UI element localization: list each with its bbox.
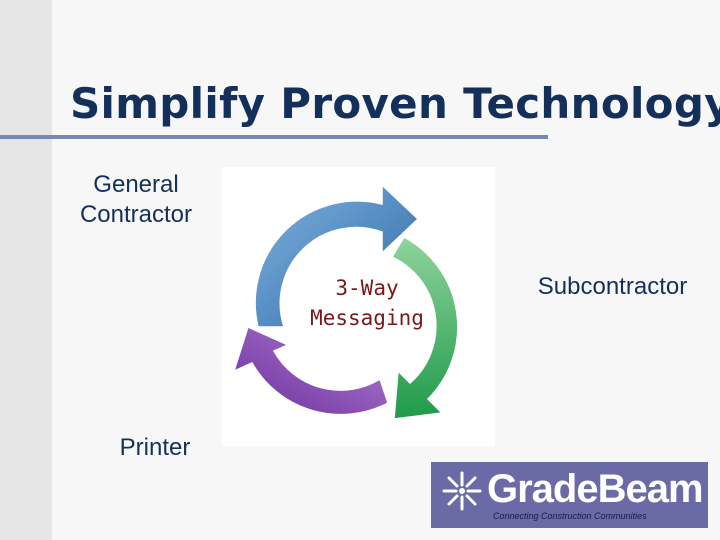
general-contractor-label: General Contractor <box>56 170 216 230</box>
gradebeam-logo: GradeBeam Connecting Construction Commun… <box>431 462 708 528</box>
cycle-center-line1: 3-Way <box>335 276 399 300</box>
asterisk-logo-icon <box>442 471 482 511</box>
logo-wordmark: GradeBeam <box>487 467 704 511</box>
cycle-center-label: 3-Way Messaging <box>282 273 452 333</box>
general-contractor-line2: Contractor <box>79 201 193 228</box>
messaging-cycle-diagram: 3-Way Messaging <box>222 167 495 446</box>
logo-tagline: Connecting Construction Communities <box>493 511 647 521</box>
cycle-arrows-graphic <box>232 183 459 420</box>
blue-cycle-arrow <box>254 183 420 328</box>
left-decorative-band <box>0 0 52 540</box>
general-contractor-line1: General <box>93 171 179 198</box>
subcontractor-label: Subcontractor <box>537 273 688 300</box>
slide-title: Simplify Proven Technology <box>70 79 720 128</box>
cycle-center-line2: Messaging <box>310 306 424 330</box>
purple-cycle-arrow <box>232 325 389 416</box>
printer-label: Printer <box>119 434 191 461</box>
green-cycle-arrow <box>390 236 459 420</box>
title-underline <box>0 135 548 139</box>
